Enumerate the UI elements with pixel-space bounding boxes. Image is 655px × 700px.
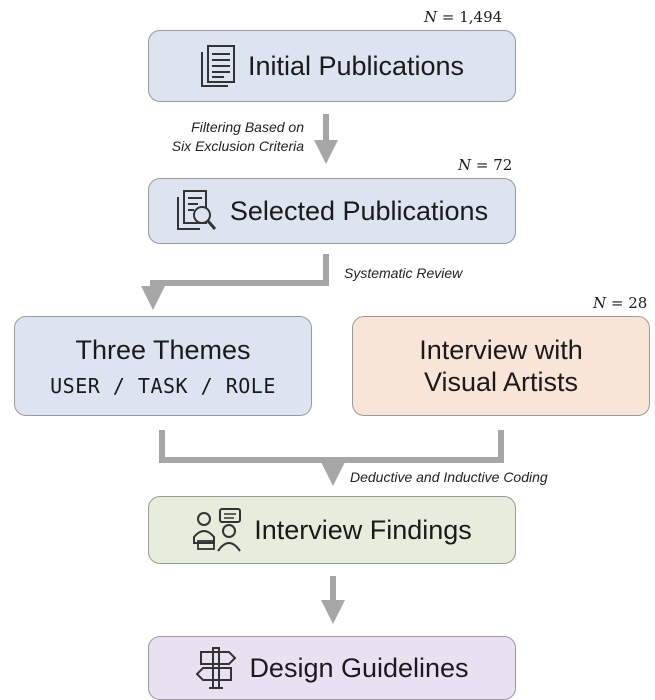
document-search-icon <box>176 189 218 233</box>
node-interview-visual-artists: Interview with Visual Artists <box>352 316 650 416</box>
connector-interview-to-merge <box>333 430 504 463</box>
node-interview-findings: Interview Findings <box>148 496 516 564</box>
node-design-guidelines: Design Guidelines <box>148 636 516 700</box>
n-selected: N = 72 <box>458 156 513 174</box>
edge-label-coding: Deductive and Inductive Coding <box>350 469 548 485</box>
signpost-icon <box>195 646 237 690</box>
interview-people-icon <box>192 507 242 553</box>
initial-publications-label: Initial Publications <box>247 50 465 81</box>
interview-line2: Visual Artists <box>423 367 579 397</box>
arrow-selected-to-themes <box>141 254 329 310</box>
three-themes-title: Three Themes <box>75 334 251 365</box>
interview-line1: Interview with <box>419 334 583 365</box>
n-initial: N = 1,494 <box>424 8 503 26</box>
node-initial-publications: Initial Publications <box>148 30 516 102</box>
selected-publications-label: Selected Publications <box>229 195 489 226</box>
edge-label-systematic-review: Systematic Review <box>344 265 463 281</box>
document-icon <box>200 44 236 88</box>
design-guidelines-label: Design Guidelines <box>249 652 469 683</box>
edge-label-filtering: Filtering Based on Six Exclusion Criteri… <box>171 119 304 154</box>
three-themes-subtitle: USER / TASK / ROLE <box>50 374 276 399</box>
n-interview: N = 28 <box>593 294 648 312</box>
node-three-themes: Three Themes USER / TASK / ROLE <box>14 316 312 416</box>
connector-themes-to-merge <box>159 430 333 463</box>
interview-findings-label: Interview Findings <box>254 514 472 545</box>
node-selected-publications: Selected Publications <box>148 178 516 244</box>
